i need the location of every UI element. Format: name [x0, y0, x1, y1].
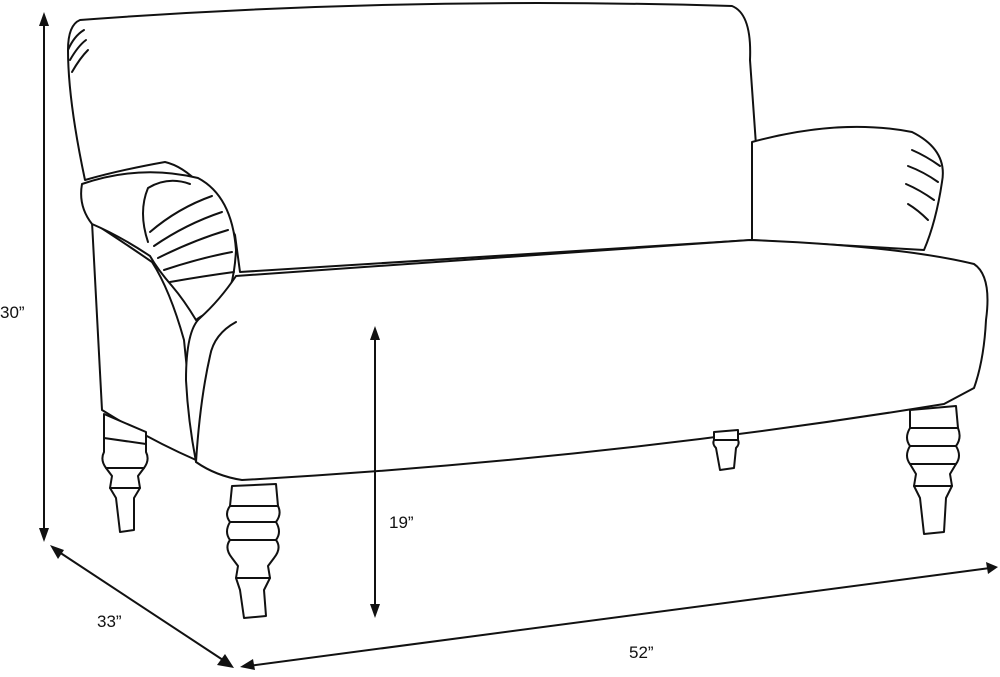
- arrowhead: [370, 326, 380, 340]
- arrowhead: [370, 604, 380, 618]
- seat-cushion: [185, 239, 989, 481]
- height-label: 30”: [0, 303, 25, 322]
- arrowhead: [986, 562, 998, 574]
- depth-dimension-line: [55, 549, 227, 663]
- leg-front-right: [906, 405, 961, 535]
- width-dimension-line: [247, 567, 991, 667]
- arrowhead: [39, 528, 49, 542]
- leg-back-right: [712, 429, 740, 471]
- width-label: 52”: [629, 643, 654, 662]
- arrowhead: [39, 12, 49, 26]
- arrowhead: [217, 654, 234, 668]
- seat-height-label: 19”: [389, 513, 414, 532]
- arrowhead: [240, 659, 255, 670]
- leg-back-left: [101, 413, 149, 533]
- arrowhead: [50, 545, 64, 559]
- loveseat-drawing: [67, 2, 989, 619]
- leg-front-left: [226, 483, 281, 619]
- dimension-labels: 30” 19” 33” 52”: [0, 303, 654, 662]
- right-arm: [751, 125, 944, 251]
- dimension-lines: [39, 12, 998, 670]
- depth-label: 33”: [97, 612, 122, 631]
